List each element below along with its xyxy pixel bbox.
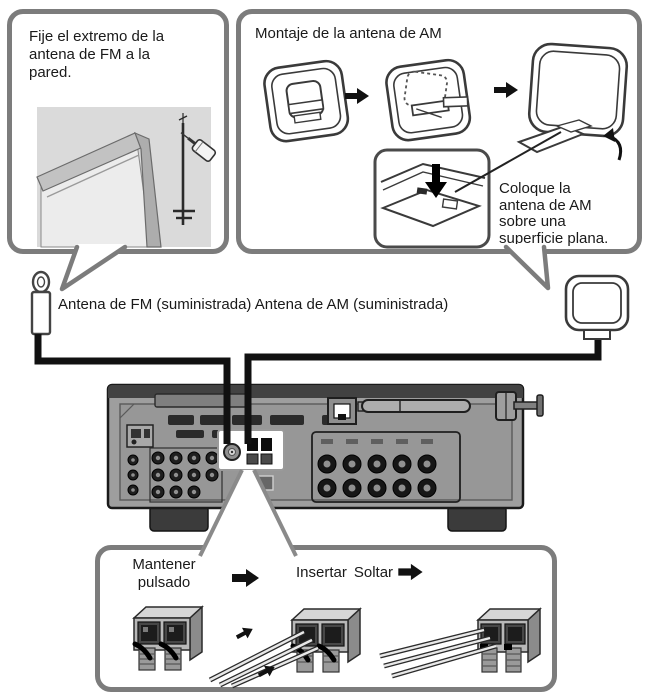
down-arrow-icon (425, 164, 447, 198)
loop-antenna-icon (516, 42, 629, 154)
fm-antenna-label: Antena de FM (suministrada) (58, 296, 252, 313)
fm-plug-icon (30, 270, 52, 336)
hold-label: Mantener pulsado (132, 556, 196, 591)
fm-instruction-callout: Fije el extremo de la antena de FM a la … (7, 9, 229, 254)
insert-arrow-icon (235, 627, 253, 640)
speaker-terminal-step-1 (132, 605, 204, 671)
am-antenna-step-3 (516, 42, 629, 154)
digital-input-port (126, 424, 154, 448)
fm-terminal (223, 443, 241, 461)
am-mounting-callout: Montaje de la antena de AM (236, 9, 642, 254)
am-placement-note: Coloque la antena de AM sobre una superf… (499, 180, 609, 247)
speaker-wire-callout: Mantener pulsado Insertar Soltar (95, 545, 557, 692)
am-antenna-label: Antena de AM (suministrada) (254, 296, 449, 313)
av-jacks (127, 447, 223, 503)
pointer-funnel (198, 469, 298, 557)
am-base-inset (373, 148, 491, 249)
base-plate (380, 188, 482, 228)
fm-instruction-text: Fije el extremo de la antena de FM a la … (29, 28, 165, 81)
antenna-labels: Antena de FM (suministrada) Antena de AM… (58, 296, 448, 313)
spring-clip (138, 647, 182, 671)
insert-label: Insertar (296, 563, 347, 581)
wall-corner (36, 131, 162, 248)
speaker-terminal-step-2 (208, 607, 362, 689)
callout-tail-left (59, 244, 128, 292)
receiver-rear-panel (106, 383, 544, 532)
am-antenna-step-1 (263, 59, 350, 143)
speaker-terminal-step-3 (379, 607, 542, 679)
callout-tail-right (503, 244, 551, 291)
loop-antenna-icon (385, 58, 472, 142)
antenna-wire (173, 113, 195, 225)
clip-lever (158, 641, 179, 661)
wifi-antenna (357, 399, 471, 413)
loop-antenna-icon (263, 59, 350, 143)
lan-port (327, 397, 357, 425)
receiver-foot-right (447, 505, 507, 532)
insert-release-row: Insertar Soltar (296, 563, 424, 581)
right-arrow-icon (232, 569, 259, 587)
screwdriver-icon (180, 132, 217, 162)
speaker-wires (379, 627, 497, 679)
am-antenna-step-2 (385, 58, 472, 142)
right-arrow-icon (398, 563, 423, 581)
clip-lever (132, 641, 153, 661)
am-loop-antenna-icon (564, 274, 630, 340)
release-label: Soltar (353, 563, 394, 581)
am-mounting-title: Montaje de la antena de AM (255, 25, 442, 42)
insert-arrow-icon (257, 665, 275, 678)
am-terminal (246, 438, 273, 465)
base-tab (442, 96, 469, 108)
wall-mount-illustration (36, 107, 217, 248)
am-antenna-base (583, 329, 611, 340)
speaker-wires (208, 629, 320, 689)
